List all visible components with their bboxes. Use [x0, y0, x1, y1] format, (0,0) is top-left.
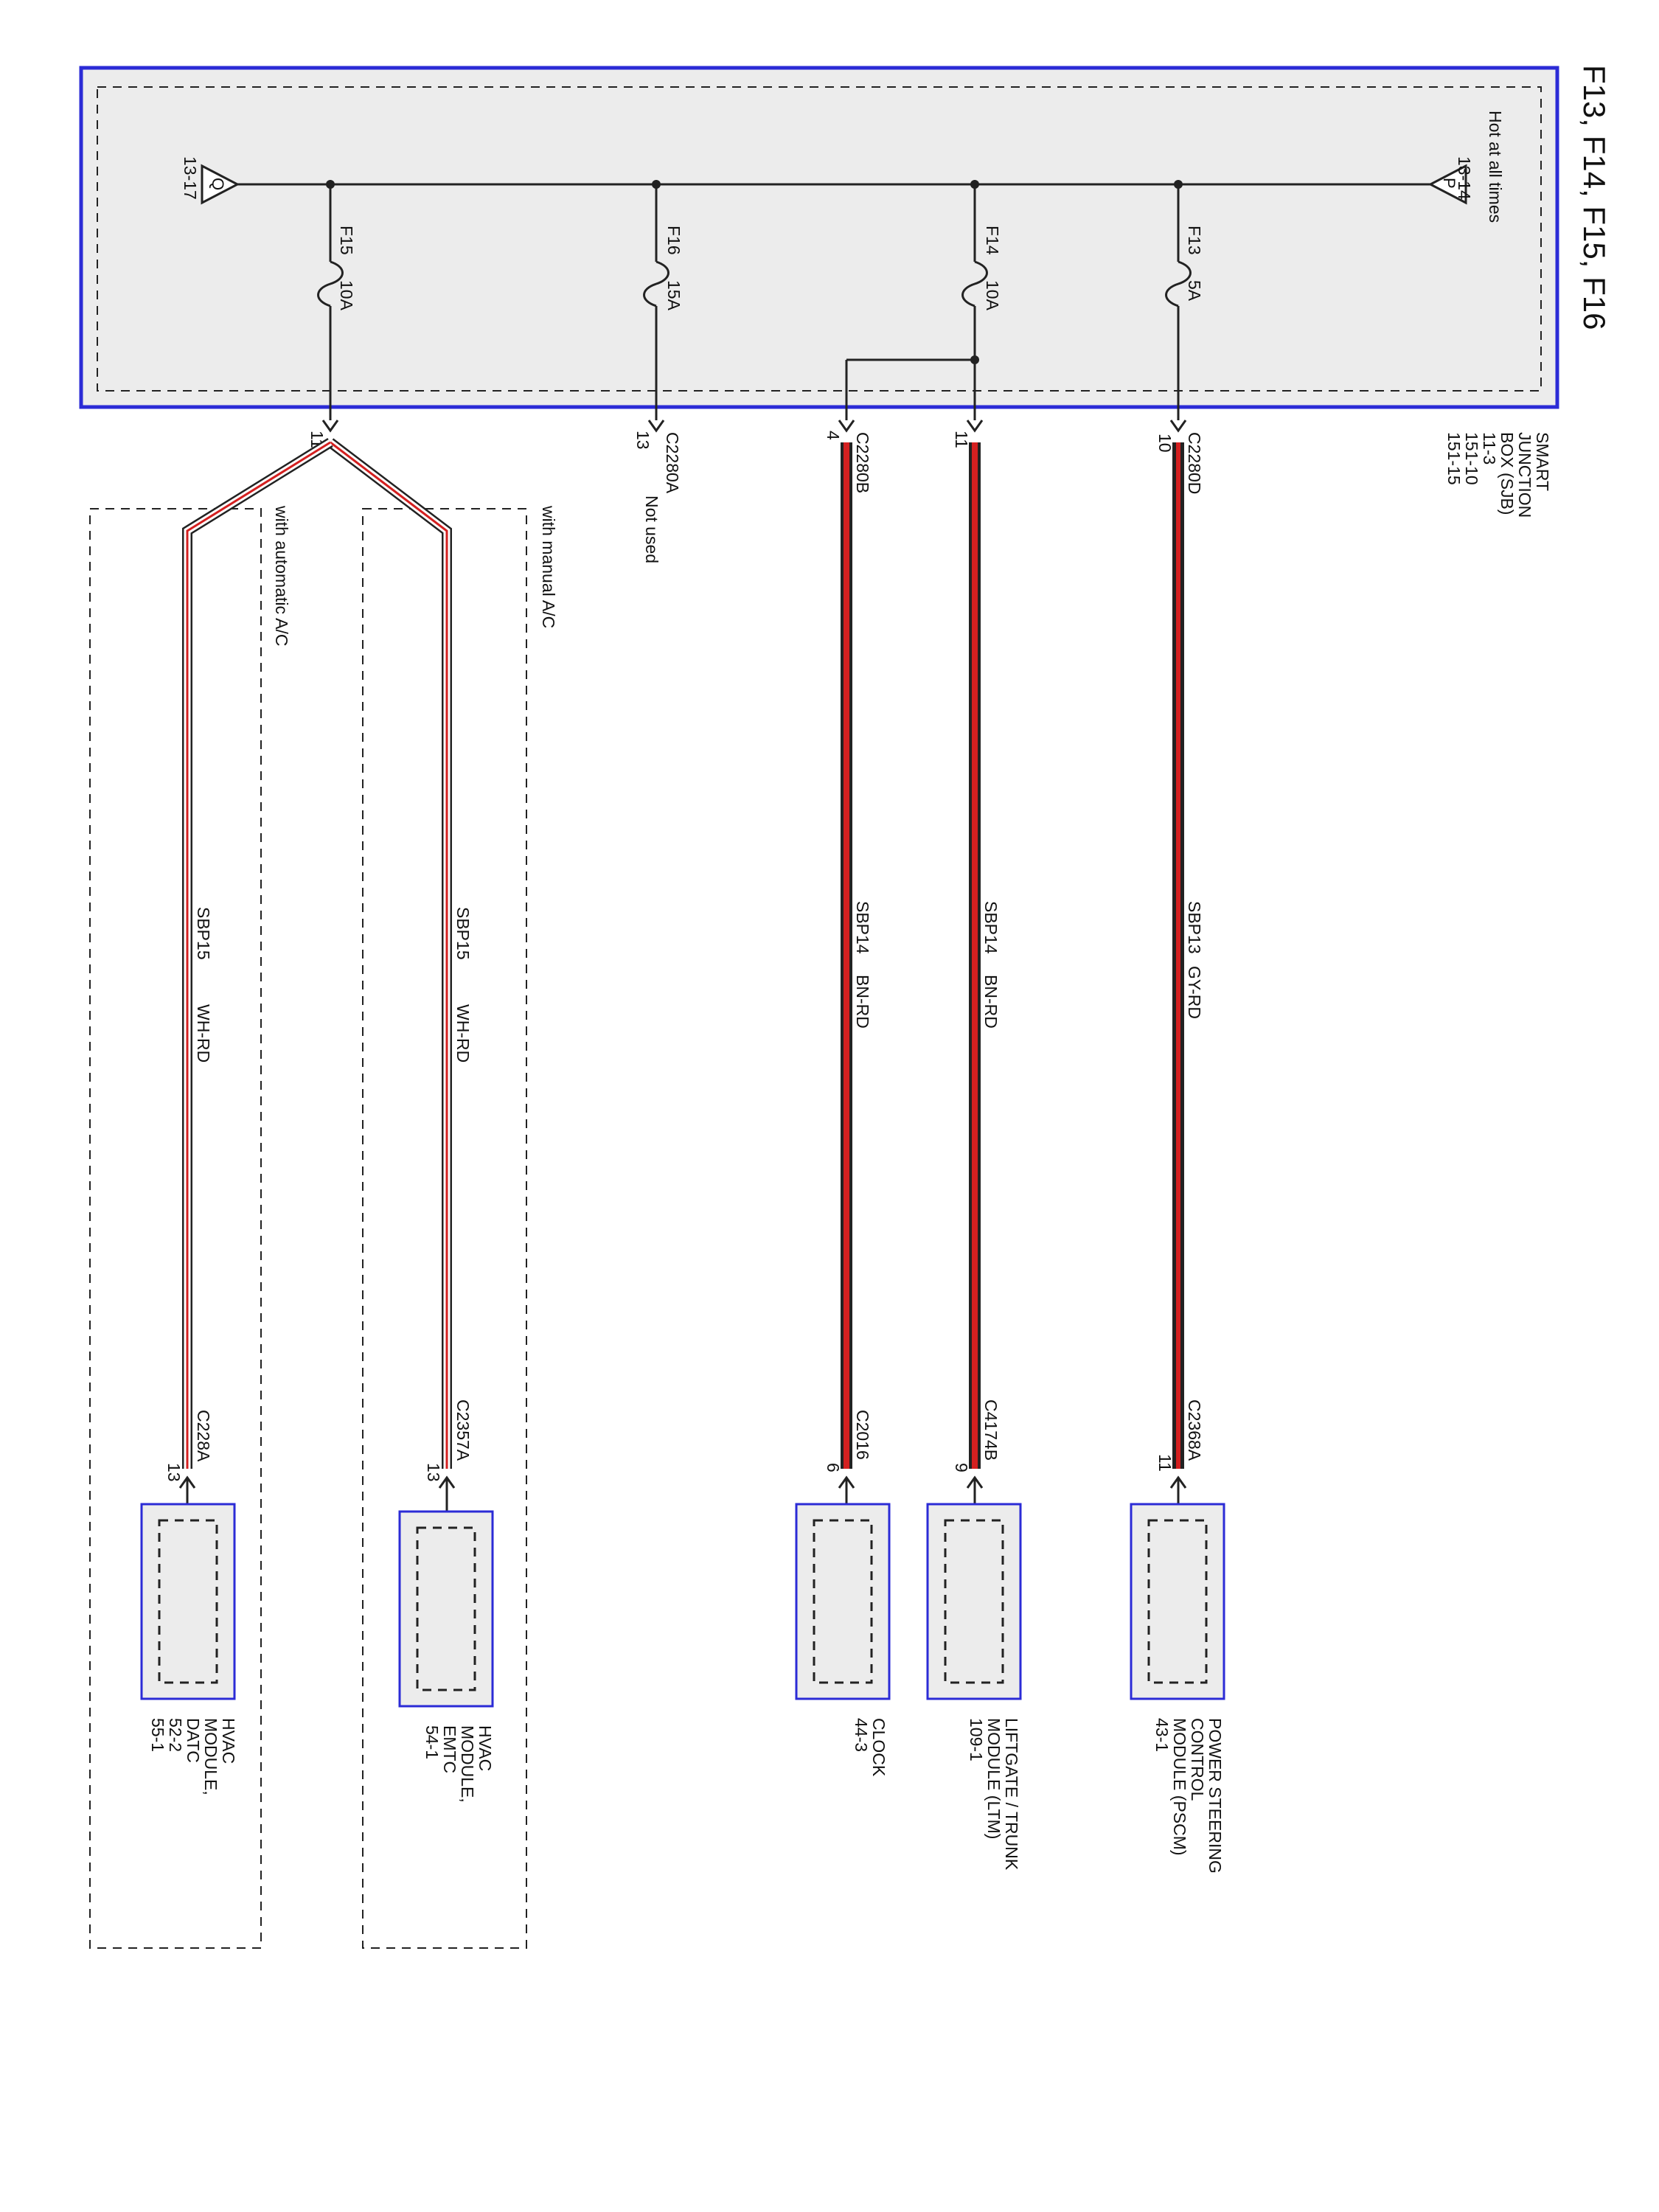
svg-text:HVAC: HVAC: [476, 1725, 495, 1771]
svg-text:F14: F14: [983, 226, 1002, 255]
fuse-f13: F13 5A: [1165, 184, 1204, 420]
diagram-title: F13, F14, F15, F16: [1577, 65, 1612, 330]
svg-text:Q: Q: [209, 178, 227, 190]
svg-text:C4174B: C4174B: [981, 1399, 1001, 1461]
svg-text:DATC: DATC: [184, 1718, 203, 1763]
svg-text:BN-RD: BN-RD: [981, 975, 1001, 1029]
svg-text:13: 13: [164, 1463, 184, 1482]
svg-text:GY-RD: GY-RD: [1185, 966, 1204, 1019]
component-clock: C2016 6 CLOCK 44-3: [795, 1410, 891, 1777]
svg-text:SBP14: SBP14: [853, 901, 872, 954]
source-p-icon: P: [1427, 164, 1467, 205]
svg-text:F16: F16: [664, 226, 684, 255]
wire-sbp14-bn-rd-clock: SBP14 BN-RD: [841, 442, 872, 1469]
fuse-f14: F14 10A: [845, 184, 1002, 420]
svg-text:MODULE (PSCM): MODULE (PSCM): [1170, 1718, 1189, 1856]
svg-text:EMTC: EMTC: [440, 1725, 459, 1773]
svg-text:109-1: 109-1: [967, 1718, 986, 1761]
svg-text:151-15: 151-15: [1444, 432, 1464, 485]
svg-text:C228A: C228A: [194, 1410, 213, 1462]
svg-text:43-1: 43-1: [1152, 1718, 1172, 1752]
option-box-manual-ac: [362, 508, 527, 1949]
svg-text:SMART: SMART: [1533, 432, 1552, 491]
svg-text:F15: F15: [337, 226, 356, 255]
svg-text:C2280D: C2280D: [1185, 432, 1204, 494]
svg-text:C2368A: C2368A: [1185, 1399, 1204, 1461]
svg-text:C2280B: C2280B: [853, 432, 872, 493]
svg-text:6: 6: [824, 1463, 843, 1472]
svg-text:CLOCK: CLOCK: [869, 1718, 888, 1777]
svg-text:44-3: 44-3: [852, 1718, 871, 1752]
svg-text:JUNCTION: JUNCTION: [1515, 432, 1534, 518]
svg-text:13: 13: [633, 431, 653, 450]
svg-text:11-3: 11-3: [1480, 432, 1499, 465]
source-q-ref: 13-17: [181, 156, 200, 200]
svg-text:10A: 10A: [983, 280, 1002, 311]
svg-text:LIFTGATE / TRUNK: LIFTGATE / TRUNK: [1002, 1718, 1021, 1871]
svg-text:11: 11: [952, 431, 971, 448]
svg-text:BN-RD: BN-RD: [853, 975, 872, 1029]
svg-text:15A: 15A: [664, 280, 684, 311]
svg-text:55-1: 55-1: [148, 1718, 167, 1752]
sjb-connector-f14-pin: 11: [952, 420, 984, 448]
svg-text:SBP14: SBP14: [981, 901, 1001, 954]
fuse-f15: F15 10A: [317, 184, 356, 420]
svg-text:C2357A: C2357A: [453, 1399, 473, 1461]
svg-text:C2280A: C2280A: [663, 432, 682, 494]
svg-text:HVAC: HVAC: [219, 1718, 238, 1764]
sjb-inner-dashed: [97, 86, 1542, 392]
svg-text:SBP15: SBP15: [453, 907, 473, 960]
svg-text:9: 9: [952, 1463, 971, 1472]
hot-at-all-times-label: Hot at all times: [1486, 111, 1505, 223]
svg-text:WH-RD: WH-RD: [453, 1004, 473, 1062]
sjb-name-label: SMART JUNCTION BOX (SJB) 11-3 151-10 151…: [1444, 432, 1552, 518]
option-label-manual-ac: with manual A/C: [539, 505, 558, 628]
svg-text:54-1: 54-1: [422, 1725, 442, 1759]
svg-text:CONTROL: CONTROL: [1188, 1718, 1207, 1801]
smart-junction-box: P 13-14 Hot at all times Q 13-17 F13 5A: [79, 66, 1559, 420]
svg-text:10: 10: [1155, 434, 1175, 453]
svg-text:MODULE,: MODULE,: [458, 1725, 477, 1803]
wire-sbp14-bn-rd-ltm: SBP14 BN-RD: [969, 442, 1001, 1469]
svg-text:Not used: Not used: [642, 495, 661, 563]
component-hvac-datc: C228A 13 HVAC MODULE, DATC 52-2 55-1: [140, 1410, 238, 1795]
svg-text:10A: 10A: [337, 280, 356, 311]
component-ltm: C4174B 9 LIFTGATE / TRUNK MODULE (LTM) 1…: [926, 1399, 1022, 1871]
svg-text:11: 11: [1155, 1454, 1175, 1472]
sjb-connector-c2280a: C2280A 13 Not used: [633, 420, 682, 563]
svg-text:4: 4: [824, 431, 843, 440]
fuse-f16: F16 15A: [643, 184, 684, 420]
svg-text:SBP13: SBP13: [1185, 901, 1204, 954]
wire-sbp15-wh-rd-emtc: SBP15 WH-RD: [327, 438, 473, 1469]
svg-text:5A: 5A: [1185, 280, 1204, 302]
option-box-automatic-ac: [89, 508, 262, 1949]
svg-text:F13: F13: [1185, 226, 1204, 255]
sjb-connector-c2280d: C2280D 10: [1155, 420, 1204, 494]
svg-text:13: 13: [424, 1463, 443, 1482]
component-hvac-emtc: C2357A 13 HVAC MODULE, EMTC 54-1: [398, 1399, 495, 1803]
svg-text:BOX (SJB): BOX (SJB): [1498, 432, 1517, 515]
svg-text:P: P: [1440, 178, 1458, 189]
option-label-automatic-ac: with automatic A/C: [272, 505, 291, 646]
svg-text:MODULE,: MODULE,: [201, 1718, 220, 1795]
component-pscm: C2368A 11 POWER STEERING CONTROL MODULE …: [1130, 1399, 1225, 1874]
source-q-icon: Q: [201, 164, 240, 205]
svg-text:C2016: C2016: [853, 1410, 872, 1460]
svg-text:SBP15: SBP15: [194, 907, 213, 960]
svg-text:151-10: 151-10: [1462, 432, 1481, 485]
wire-sbp13-gy-rd: SBP13 GY-RD: [1172, 442, 1204, 1469]
svg-text:52-2: 52-2: [166, 1718, 185, 1752]
svg-text:POWER STEERING: POWER STEERING: [1206, 1718, 1225, 1874]
sjb-outer-box: [79, 66, 1559, 409]
sjb-connector-c2280b: C2280B 4: [824, 420, 872, 493]
svg-text:WH-RD: WH-RD: [194, 1004, 213, 1062]
wire-sbp15-wh-rd-datc: SBP15 WH-RD: [182, 438, 333, 1469]
svg-text:MODULE (LTM): MODULE (LTM): [984, 1718, 1004, 1839]
source-p-ref: 13-14: [1455, 156, 1474, 200]
